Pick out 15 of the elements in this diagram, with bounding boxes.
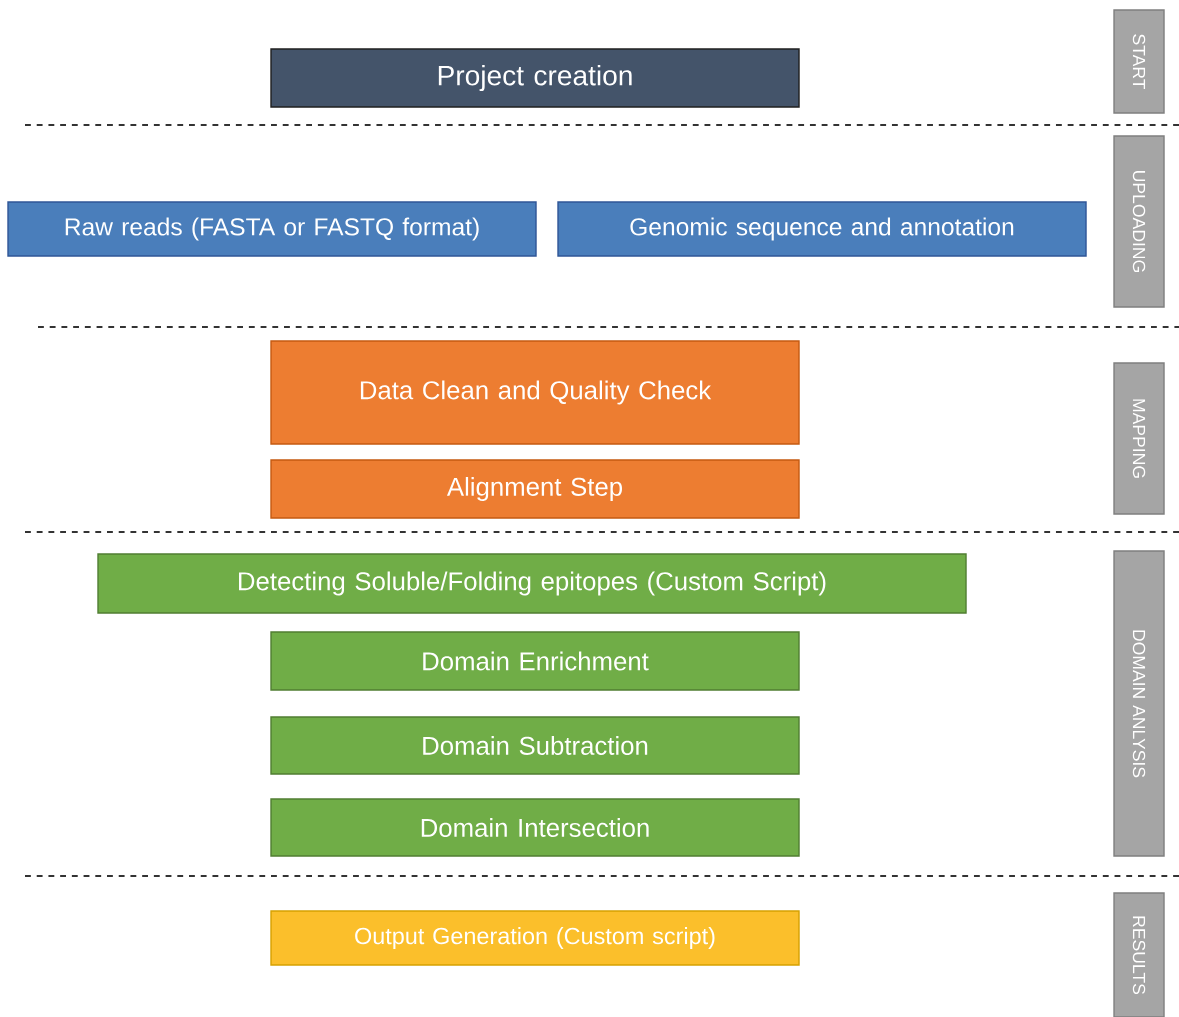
- process-box: Output Generation (Custom script): [270, 910, 800, 966]
- process-box: Domain Enrichment: [270, 631, 800, 691]
- process-box: Domain Intersection: [270, 798, 800, 857]
- stage-label: RESULTS: [1113, 892, 1165, 1017]
- process-box: Project creation: [270, 48, 800, 108]
- stage-label: DOMAIN ANLYSIS: [1113, 550, 1165, 857]
- process-box: Alignment Step: [270, 459, 800, 519]
- stage-label: MAPPING: [1113, 362, 1165, 515]
- process-box: Genomic sequence and annotation: [557, 201, 1087, 257]
- process-box: Data Clean and Quality Check: [270, 340, 800, 445]
- process-box: Domain Subtraction: [270, 716, 800, 775]
- stage-label: UPLOADING: [1113, 135, 1165, 308]
- process-box: Detecting Soluble/Folding epitopes (Custom Script): [97, 553, 967, 614]
- process-box: Raw reads (FASTA or FASTQ format): [7, 201, 537, 257]
- stage-label: START: [1113, 9, 1165, 114]
